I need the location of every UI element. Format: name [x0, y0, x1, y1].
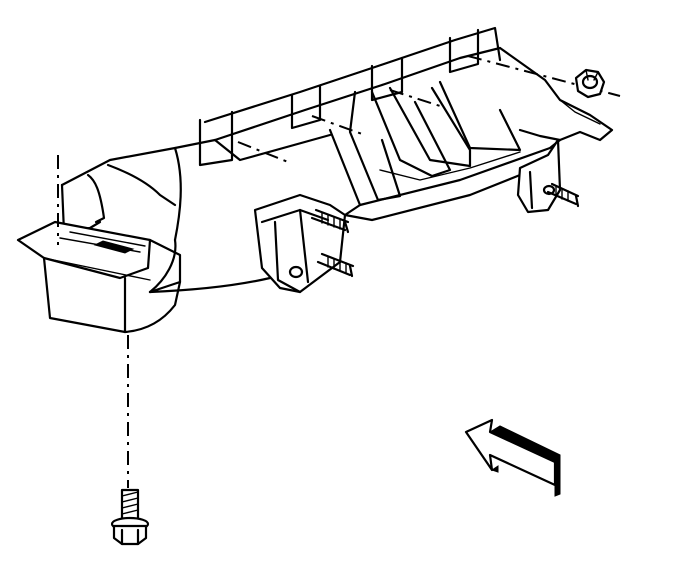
mounting-stud [546, 182, 580, 208]
mounting-stud [316, 252, 355, 278]
alignment-lines [57, 55, 621, 488]
bolt [110, 488, 150, 546]
mounting-stud [310, 208, 350, 234]
crossmember-bracket [16, 26, 614, 334]
direction-arrow [464, 418, 561, 497]
nut [574, 68, 606, 99]
